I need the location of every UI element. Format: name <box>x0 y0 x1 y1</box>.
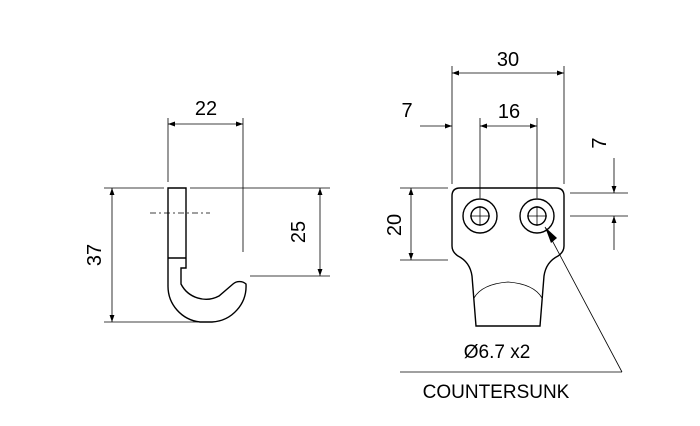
dim-plate-height-20: 20 <box>384 214 406 236</box>
leader-arrowhead <box>545 227 557 243</box>
plate-outline <box>451 187 565 327</box>
hole-left-outer <box>462 198 498 234</box>
side-view: 22 37 25 <box>84 98 330 323</box>
dim-height-37: 37 <box>84 244 106 266</box>
dim-top-offset-7: 7 <box>589 137 611 148</box>
hook-profile <box>167 187 247 323</box>
dim-overall-width-30: 30 <box>497 49 519 71</box>
front-view: 30 16 7 7 20 Ø6.7 x2 COUNTERSUNK <box>384 49 628 403</box>
hole-callout: Ø6.7 x2 <box>464 342 531 363</box>
leader-line <box>544 226 623 373</box>
countersunk-note: COUNTERSUNK <box>423 382 570 403</box>
hook-front-face <box>473 281 543 299</box>
dim-hole-spacing-16: 16 <box>498 101 520 123</box>
dim-hook-depth-25: 25 <box>288 221 310 243</box>
dim-edge-offset-7: 7 <box>401 100 412 122</box>
dim-width-22: 22 <box>195 98 217 120</box>
hole-right-outer <box>519 198 555 234</box>
